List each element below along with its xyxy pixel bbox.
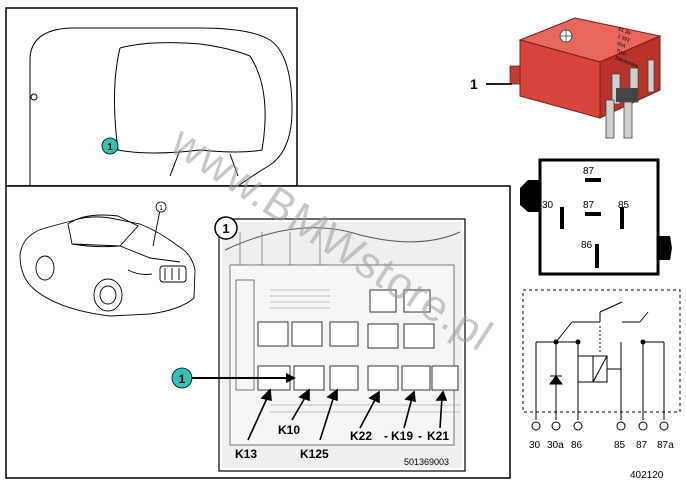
label-k13: K13 xyxy=(235,447,257,461)
car-top-outline xyxy=(29,27,293,187)
callout-arrowhead xyxy=(286,373,296,383)
schematic-terminal-circles xyxy=(531,421,669,431)
car-3d-sketch xyxy=(19,209,196,317)
terminal-87a: 87a xyxy=(657,440,674,451)
label-k125: K125 xyxy=(300,447,329,461)
car-3d-callout-label: 1 xyxy=(159,205,163,212)
pinout-diagram xyxy=(520,158,672,276)
fusebox-callout-circle xyxy=(214,216,238,240)
terminal-30a: 30a xyxy=(547,440,564,451)
label-k10: K10 xyxy=(278,423,300,437)
pin-85: 85 xyxy=(618,200,630,211)
car-top-callout-label: 1 xyxy=(107,142,113,153)
label-k21: K21 xyxy=(427,429,449,443)
terminal-86: 86 xyxy=(571,440,583,451)
label-separator-1: - xyxy=(384,429,388,443)
relay-text-line-1: 61.36- xyxy=(617,26,633,37)
pin-87-center: 87 xyxy=(583,200,595,211)
car-top-callout xyxy=(101,137,119,155)
terminal-85: 85 xyxy=(614,440,626,451)
figure-number: 402120 xyxy=(630,470,664,481)
pin-87-top: 87 xyxy=(583,166,595,177)
label-leaders xyxy=(247,388,448,441)
label-k19: K19 xyxy=(391,429,413,443)
relay-text-line-3: 40A xyxy=(616,41,627,50)
pin-30: 30 xyxy=(542,200,554,211)
top-view-panel xyxy=(5,7,298,187)
label-separator-2: - xyxy=(418,429,422,443)
schematic-junctions xyxy=(553,339,646,345)
terminal-30: 30 xyxy=(529,440,541,451)
relay-image xyxy=(509,17,662,139)
fusebox-callout-teal-label: 1 xyxy=(179,372,186,386)
pin-86: 86 xyxy=(581,240,593,251)
relay-text-line-2: 1 393 xyxy=(616,34,630,44)
fusebox-image xyxy=(218,218,466,472)
terminal-87: 87 xyxy=(636,440,648,451)
car-3d-callout xyxy=(155,201,167,213)
relay-label: 1 xyxy=(470,76,478,92)
relay-schematic xyxy=(522,289,681,420)
fusebox-code: 501369003 xyxy=(404,457,449,467)
label-k22: K22 xyxy=(350,429,372,443)
relay-text-line-4: Tyco xyxy=(615,48,627,58)
fusebox-callout-circle-label: 1 xyxy=(222,221,229,236)
